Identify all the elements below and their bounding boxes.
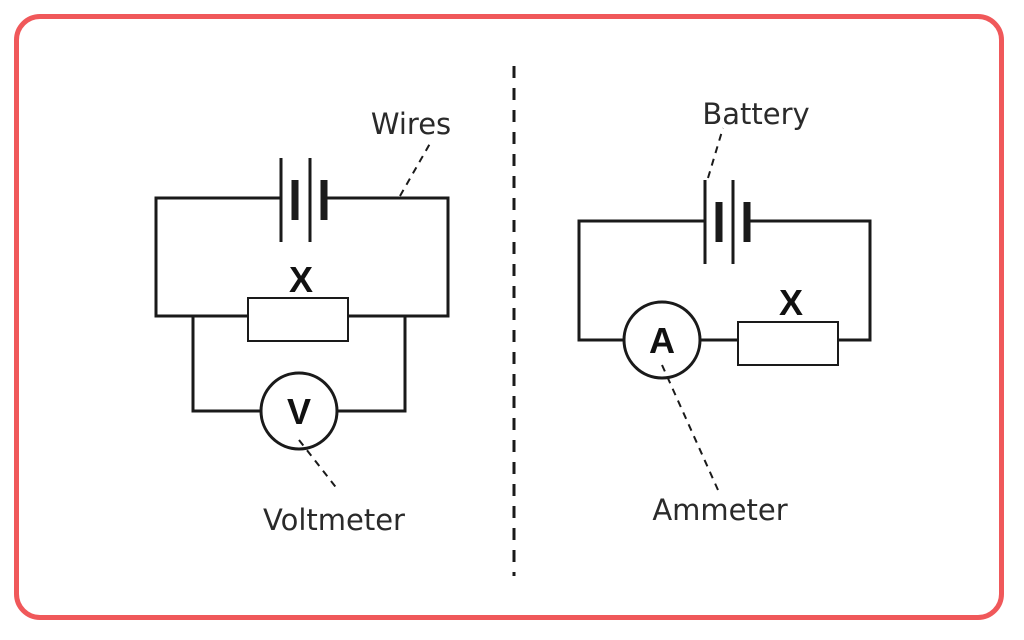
left-resistor-label: X — [289, 259, 313, 300]
voltmeter-leader-line — [298, 439, 339, 491]
wires-label: Wires — [371, 107, 451, 141]
voltmeter-label: Voltmeter — [263, 503, 405, 537]
ammeter-label: Ammeter — [652, 493, 787, 527]
right-resistor-label: X — [779, 282, 803, 323]
right-resistor — [737, 321, 839, 366]
left-battery — [279, 158, 328, 242]
right-wire-battery-right — [747, 219, 872, 342]
ammeter-symbol: A — [649, 320, 675, 361]
right-battery — [703, 180, 751, 264]
left-voltmeter-wire-right — [335, 314, 407, 413]
ammeter-leader-line — [661, 364, 719, 491]
battery-leader-line — [707, 127, 724, 179]
battery-label: Battery — [702, 97, 809, 131]
left-wire-battery-right — [323, 196, 450, 318]
voltmeter-symbol: V — [287, 391, 311, 432]
right-wire-battery-left — [577, 219, 707, 342]
wires-leader-line — [399, 139, 433, 197]
right-circuit: A X Battery Ammeter — [577, 97, 872, 527]
left-wire-battery-left — [154, 196, 283, 318]
left-voltmeter-wire-left — [191, 314, 263, 413]
left-circuit: X V Wires Voltmeter — [154, 107, 451, 537]
voltmeter-circle — [259, 371, 339, 451]
ammeter-circle — [622, 300, 702, 380]
left-resistor — [247, 297, 349, 342]
